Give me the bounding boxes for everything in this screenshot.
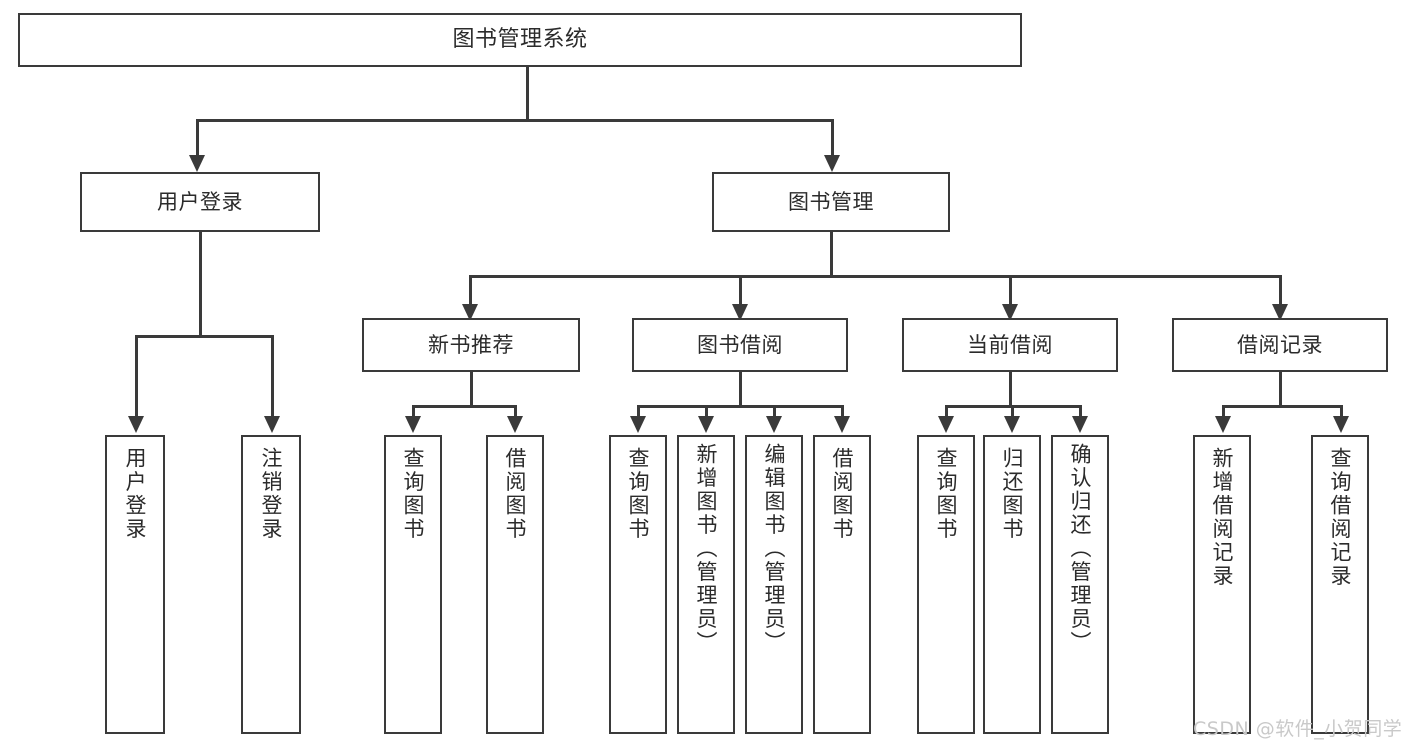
node-label: 注销登录	[259, 447, 284, 541]
node-label: 编辑图书（管理员）	[762, 443, 787, 655]
connector-current-borrow-child-2	[1011, 405, 1014, 418]
node-label: 借阅图书	[503, 447, 528, 541]
node-label: 用户登录	[123, 447, 148, 541]
connector-new-book-bus	[412, 405, 514, 408]
arrow-current-borrow-child-2	[1004, 416, 1020, 433]
node-label: 查询图书	[934, 447, 959, 541]
node-label: 图书管理系统	[452, 27, 588, 53]
connector-book-manage-bus	[469, 275, 1281, 278]
node-label: 图书管理	[788, 189, 874, 214]
leaf-current-borrow-return[interactable]: 归还图书	[983, 435, 1041, 734]
connector-current-borrow-stem	[1009, 372, 1012, 407]
node-label: 新增图书（管理员）	[694, 443, 719, 655]
connector-borrow-record-child-1	[1222, 405, 1225, 418]
arrow-current-borrow-child-3	[1072, 416, 1088, 433]
node-book-management[interactable]: 图书管理	[712, 172, 950, 232]
node-label: 当前借阅	[967, 332, 1053, 357]
arrow-user-login-child-2	[264, 416, 280, 433]
arrow-current-borrow-child-1	[938, 416, 954, 433]
arrow-root-to-user-login	[189, 155, 205, 172]
node-label: 借阅图书	[830, 447, 855, 541]
connector-new-book-child-2	[514, 405, 517, 418]
connector-current-borrow-bus	[945, 405, 1082, 408]
connector-current-borrow-child-3	[1079, 405, 1082, 418]
leaf-book-borrow-query[interactable]: 查询图书	[609, 435, 667, 734]
connector-book-borrow-child-1	[637, 405, 640, 418]
arrow-borrow-record-child-1	[1215, 416, 1231, 433]
arrow-user-login-child-1	[128, 416, 144, 433]
leaf-borrow-record-query[interactable]: 查询借阅记录	[1311, 435, 1369, 734]
connector-root-bus	[196, 119, 834, 122]
node-label: 新增借阅记录	[1210, 447, 1235, 588]
connector-book-borrow-child-2	[705, 405, 708, 418]
connector-book-borrow-stem	[739, 372, 742, 407]
node-label: 查询图书	[626, 447, 651, 541]
connector-root-to-user-login	[196, 119, 199, 159]
arrow-borrow-record-child-2	[1333, 416, 1349, 433]
connector-user-login-child-2	[271, 335, 274, 418]
connector-book-manage-child-1	[469, 275, 472, 307]
connector-book-borrow-bus	[637, 405, 843, 408]
leaf-current-borrow-confirm-return[interactable]: 确认归还（管理员）	[1051, 435, 1109, 734]
leaf-borrow-record-add[interactable]: 新增借阅记录	[1193, 435, 1251, 734]
connector-book-borrow-child-4	[841, 405, 844, 418]
connector-borrow-record-child-2	[1340, 405, 1343, 418]
leaf-new-book-query[interactable]: 查询图书	[384, 435, 442, 734]
leaf-book-borrow-borrow[interactable]: 借阅图书	[813, 435, 871, 734]
arrow-book-manage-child-1	[462, 304, 478, 321]
csdn-watermark: CSDN @软件_小贺同学	[1193, 718, 1403, 740]
node-new-book-recommend[interactable]: 新书推荐	[362, 318, 580, 372]
connector-book-manage-child-2	[739, 275, 742, 307]
node-current-borrow[interactable]: 当前借阅	[902, 318, 1118, 372]
leaf-user-login-logout[interactable]: 注销登录	[241, 435, 301, 734]
connector-new-book-child-1	[412, 405, 415, 418]
arrow-book-borrow-child-4	[834, 416, 850, 433]
arrow-book-manage-child-3	[1002, 304, 1018, 321]
arrow-book-borrow-child-2	[698, 416, 714, 433]
connector-user-login-bus	[135, 335, 273, 338]
connector-new-book-stem	[470, 372, 473, 407]
node-root-library-system[interactable]: 图书管理系统	[18, 13, 1022, 67]
node-borrow-record[interactable]: 借阅记录	[1172, 318, 1388, 372]
arrow-book-borrow-child-1	[630, 416, 646, 433]
arrow-book-borrow-child-3	[766, 416, 782, 433]
connector-root-to-book-manage	[831, 119, 834, 159]
connector-borrow-record-stem	[1279, 372, 1282, 407]
node-label: 确认归还（管理员）	[1068, 443, 1093, 655]
leaf-new-book-borrow[interactable]: 借阅图书	[486, 435, 544, 734]
arrow-book-manage-child-4	[1272, 304, 1288, 321]
arrow-root-to-book-manage	[824, 155, 840, 172]
node-user-login[interactable]: 用户登录	[80, 172, 320, 232]
arrow-new-book-child-2	[507, 416, 523, 433]
connector-book-manage-stem	[830, 232, 833, 277]
connector-book-borrow-child-3	[773, 405, 776, 418]
leaf-book-borrow-add[interactable]: 新增图书（管理员）	[677, 435, 735, 734]
connector-user-login-child-1	[135, 335, 138, 418]
arrow-new-book-child-1	[405, 416, 421, 433]
connector-root-stem	[526, 67, 529, 121]
connector-current-borrow-child-1	[945, 405, 948, 418]
connector-book-manage-child-4	[1279, 275, 1282, 307]
connector-user-login-stem	[199, 232, 202, 337]
leaf-user-login-login[interactable]: 用户登录	[105, 435, 165, 734]
leaf-book-borrow-edit[interactable]: 编辑图书（管理员）	[745, 435, 803, 734]
node-book-borrow[interactable]: 图书借阅	[632, 318, 848, 372]
node-label: 新书推荐	[428, 332, 514, 357]
node-label: 查询借阅记录	[1328, 447, 1353, 588]
node-label: 归还图书	[1000, 447, 1025, 541]
arrow-book-manage-child-2	[732, 304, 748, 321]
leaf-current-borrow-query[interactable]: 查询图书	[917, 435, 975, 734]
node-label: 借阅记录	[1237, 332, 1323, 357]
connector-borrow-record-bus	[1222, 405, 1340, 408]
connector-book-manage-child-3	[1009, 275, 1012, 307]
node-label: 用户登录	[157, 189, 243, 214]
node-label: 查询图书	[401, 447, 426, 541]
node-label: 图书借阅	[697, 332, 783, 357]
